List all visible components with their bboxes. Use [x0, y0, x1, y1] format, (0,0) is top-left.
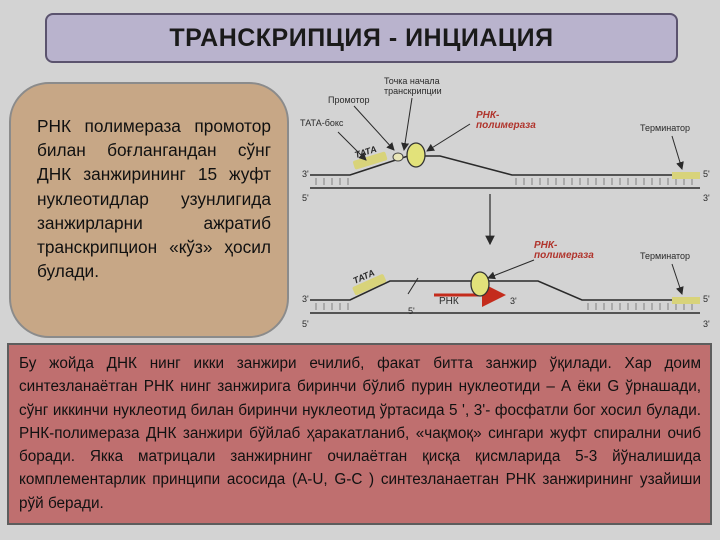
bottom-end-3-left: 3' [302, 294, 309, 304]
bottom-rna-pol-label-1: РНК- [534, 240, 558, 251]
bottom-end-5-right: 5' [703, 294, 710, 304]
top-promoter-callout [353, 105, 395, 151]
top-end-5-left: 5' [302, 193, 309, 203]
explanation-text: Бу жойда ДНК нинг икки занжири ечилиб, ф… [19, 355, 701, 512]
description-text: РНК полимераза промотор билан боғланганд… [37, 116, 271, 282]
bottom-end-5-left: 5' [302, 319, 309, 329]
bottom-terminator-label: Терминатор [640, 251, 690, 261]
top-start-callout [401, 97, 413, 151]
top-end-3-right: 3' [703, 193, 710, 203]
top-tata-box-label: ТАТА-бокс [300, 118, 344, 128]
top-polymerase-callout [426, 123, 471, 152]
transcription-diagram: ТАТА ТАТА-бокс Промотор Точка начала тра… [300, 76, 710, 329]
top-end-3-left: 3' [302, 169, 309, 179]
top-terminator-callout [671, 135, 684, 170]
top-rna-polymerase [406, 142, 426, 168]
top-terminator-label: Терминатор [640, 123, 690, 133]
top-promoter-marker [392, 152, 404, 162]
title-banner: ТРАНСКРИПЦИЯ - ИНЦИАЦИЯ [45, 13, 678, 63]
bottom-base-pairs [315, 303, 693, 310]
top-promoter-label: Промотор [328, 95, 370, 105]
top-tata-box: ТАТА [353, 144, 388, 170]
page-title: ТРАНСКРИПЦИЯ - ИНЦИАЦИЯ [169, 23, 554, 52]
bottom-rna-5-label: 5' [408, 306, 415, 316]
top-base-pairs [315, 178, 693, 185]
bottom-rna-pol-label-2: полимераза [534, 250, 594, 261]
bottom-rna-label: РНК [439, 296, 459, 307]
top-dna-diagram: ТАТА ТАТА-бокс Промотор Точка начала тра… [300, 76, 710, 203]
explanation-panel: Бу жойда ДНК нинг икки занжири ечилиб, ф… [7, 343, 712, 525]
bottom-rna-3-label: 3' [510, 296, 517, 306]
top-rna-pol-label-2: полимераза [476, 120, 536, 131]
top-end-5-right: 5' [703, 169, 710, 179]
bottom-terminator-region [672, 297, 700, 304]
top-terminator-region [672, 172, 700, 179]
bottom-dna-diagram: ТАТА РНК- полимераза Терминатор РНК 3' 5… [302, 240, 710, 329]
top-rna-pol-label-1: РНК- [476, 110, 500, 121]
bottom-rna-5-callout [407, 277, 419, 295]
bottom-rna-polymerase [470, 271, 490, 297]
bottom-upper-strand [310, 280, 700, 301]
description-panel: РНК полимераза промотор билан боғланганд… [9, 82, 289, 338]
bottom-polymerase-callout [487, 259, 535, 280]
top-start-label-1: Точка начала [384, 76, 440, 86]
bottom-terminator-callout [671, 263, 684, 295]
bottom-end-3-right: 3' [703, 319, 710, 329]
top-start-label-2: транскрипции [384, 86, 442, 96]
top-tata-callout [337, 131, 367, 161]
